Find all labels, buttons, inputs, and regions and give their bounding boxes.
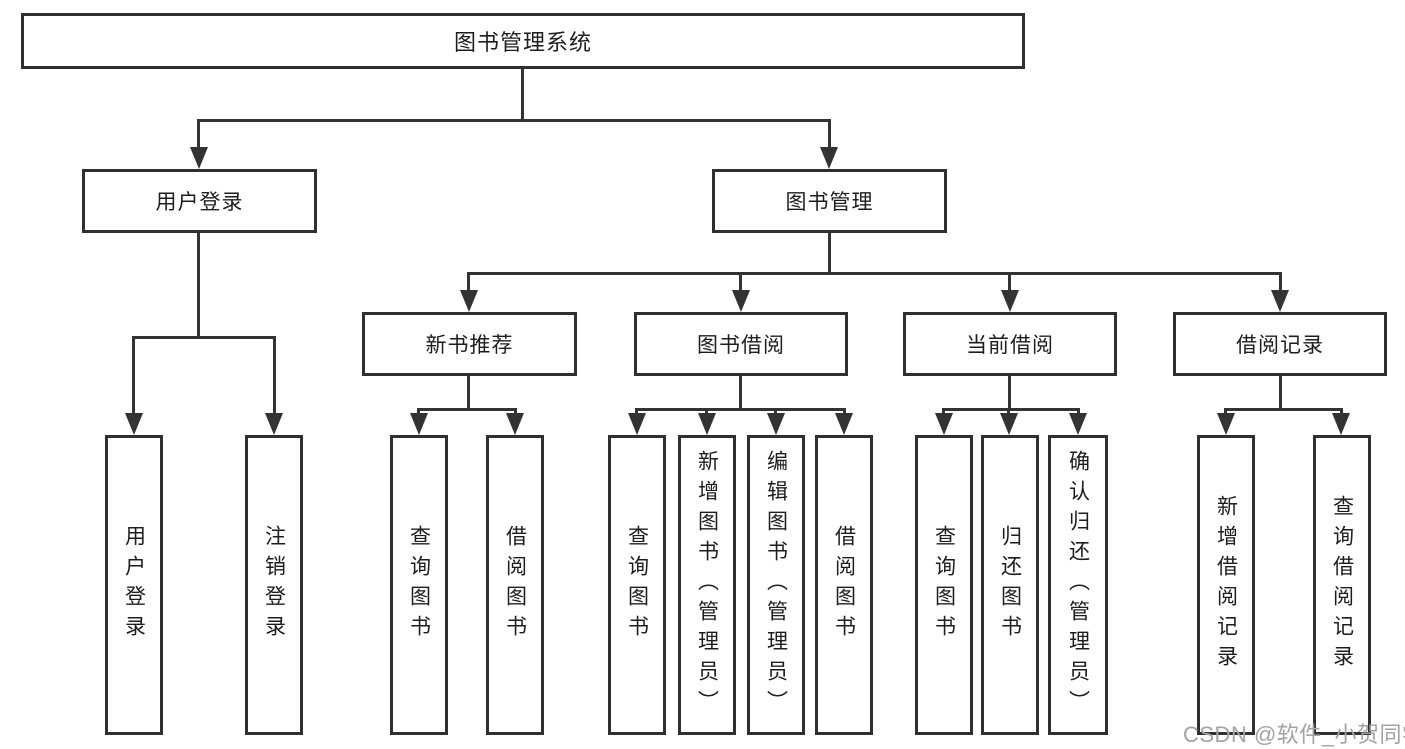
node-new-book-recommend: 新书推荐 (362, 312, 577, 376)
leaf-query-books-borrowing: 查询图书 (608, 435, 666, 735)
node-label: 新增图书（管理员） (695, 450, 719, 720)
arrow-down-icon (698, 413, 716, 435)
node-label: 用户登录 (155, 191, 244, 214)
connector-line (132, 336, 135, 415)
node-current-borrowing: 当前借阅 (903, 312, 1117, 376)
connector-line (197, 119, 200, 149)
connector-line (514, 408, 517, 416)
connector-line (843, 408, 846, 416)
arrow-down-icon (835, 413, 853, 435)
connector-line (942, 408, 945, 416)
connector-line (739, 376, 742, 411)
arrow-down-icon (1332, 413, 1350, 435)
node-label: 归还图书 (998, 525, 1022, 645)
csdn-watermark: CSDN @软件_小贺同学 (1183, 722, 1405, 747)
arrow-down-icon (125, 413, 143, 435)
node-borrowing-records: 借阅记录 (1173, 312, 1387, 376)
node-label: 确认归还（管理员） (1066, 450, 1090, 720)
arrow-down-icon (935, 413, 953, 435)
arrow-down-icon (190, 147, 208, 169)
leaf-add-borrow-record: 新增借阅记录 (1197, 435, 1255, 735)
connector-line (1224, 408, 1343, 411)
connector-line (828, 233, 831, 275)
arrow-down-icon (460, 290, 478, 312)
connector-line (197, 119, 831, 122)
leaf-query-borrow-record: 查询借阅记录 (1313, 435, 1371, 735)
node-label: 用户登录 (122, 525, 146, 645)
arrow-down-icon (820, 147, 838, 169)
arrow-down-icon (1069, 413, 1087, 435)
connector-line (417, 408, 420, 416)
connector-line (1340, 408, 1343, 416)
leaf-logout: 注销登录 (245, 435, 303, 735)
leaf-return-book: 归还图书 (981, 435, 1039, 735)
connector-line (828, 119, 831, 149)
node-label: 新增借阅记录 (1214, 495, 1238, 675)
node-label: 查询图书 (625, 525, 649, 645)
connector-line (467, 272, 470, 293)
node-label: 当前借阅 (966, 334, 1054, 357)
connector-line (705, 408, 708, 416)
node-label: 注销登录 (262, 525, 286, 645)
node-label: 编辑图书（管理员） (764, 450, 788, 720)
arrow-down-icon (732, 290, 750, 312)
leaf-borrow-books-recommend: 借阅图书 (486, 435, 544, 735)
arrow-down-icon (767, 413, 785, 435)
connector-line (467, 376, 470, 411)
node-label: 图书管理 (785, 191, 874, 214)
connector-line (774, 408, 777, 416)
connector-line (635, 408, 846, 411)
node-label: 查询图书 (932, 525, 956, 645)
leaf-add-book-admin: 新增图书（管理员） (678, 435, 736, 735)
node-book-management: 图书管理 (712, 169, 947, 233)
node-label: 查询图书 (407, 525, 431, 645)
node-book-borrowing: 图书借阅 (634, 312, 848, 376)
arrow-down-icon (410, 413, 428, 435)
node-library-system: 图书管理系统 (21, 13, 1025, 69)
node-label: 新书推荐 (425, 334, 514, 357)
node-user-login: 用户登录 (82, 169, 317, 233)
connector-line (273, 336, 276, 415)
arrow-down-icon (506, 413, 524, 435)
leaf-query-books-recommend: 查询图书 (390, 435, 448, 735)
connector-line (1008, 376, 1011, 411)
leaf-user-login: 用户登录 (105, 435, 163, 735)
connector-line (1008, 272, 1011, 293)
connector-line (635, 408, 638, 416)
connector-line (467, 272, 1282, 275)
node-label: 借阅图书 (832, 525, 856, 645)
node-label: 借阅记录 (1236, 334, 1324, 357)
connector-line (1077, 408, 1080, 416)
node-label: 借阅图书 (503, 525, 527, 645)
leaf-confirm-return-admin: 确认归还（管理员） (1048, 435, 1108, 735)
connector-line (132, 336, 276, 339)
arrow-down-icon (1217, 413, 1235, 435)
connector-line (521, 69, 524, 121)
arrow-down-icon (628, 413, 646, 435)
connector-line (1007, 408, 1010, 416)
connector-line (197, 233, 200, 339)
connector-line (942, 408, 1080, 411)
node-label: 查询借阅记录 (1330, 495, 1354, 675)
connector-line (1279, 376, 1282, 411)
arrow-down-icon (1000, 413, 1018, 435)
arrow-down-icon (265, 413, 283, 435)
connector-line (1224, 408, 1227, 416)
leaf-edit-book-admin: 编辑图书（管理员） (747, 435, 805, 735)
connector-line (1279, 272, 1282, 293)
connector-line (417, 408, 517, 411)
arrow-down-icon (1001, 290, 1019, 312)
leaf-borrow-books: 借阅图书 (815, 435, 873, 735)
node-label: 图书借阅 (697, 334, 785, 357)
node-label: 图书管理系统 (453, 30, 592, 55)
leaf-query-books-current: 查询图书 (915, 435, 973, 735)
connector-line (739, 272, 742, 293)
arrow-down-icon (1271, 290, 1289, 312)
